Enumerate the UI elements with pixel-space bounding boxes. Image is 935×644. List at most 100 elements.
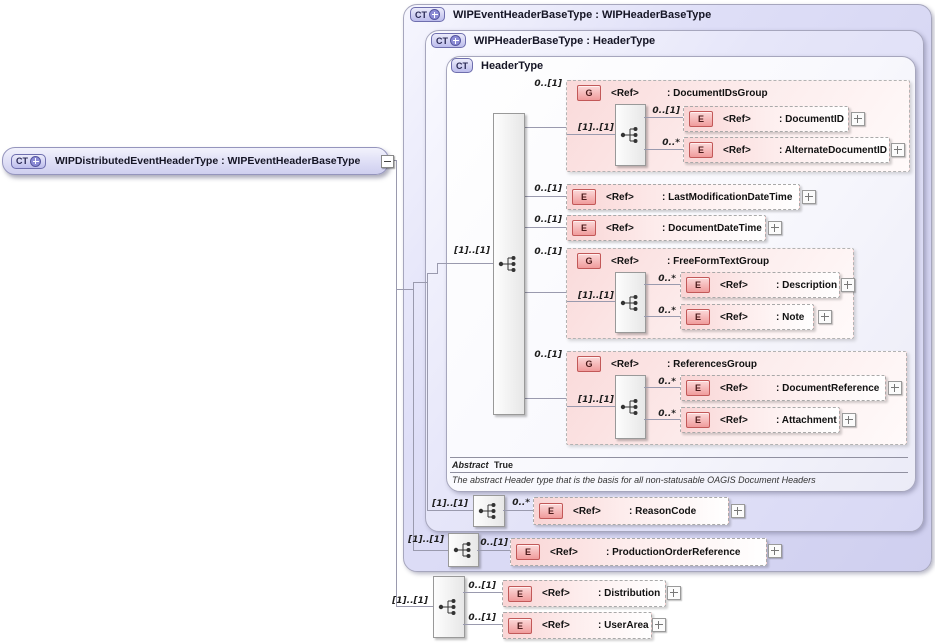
connector-line xyxy=(644,117,683,118)
element-distribution[interactable]: E <Ref> : Distribution xyxy=(502,580,666,607)
element-attachment[interactable]: E <Ref> : Attachment xyxy=(680,407,840,433)
sequence-compositor[interactable] xyxy=(615,104,646,166)
root-type-title: WIPDistributedEventHeaderType : WIPEvent… xyxy=(55,155,361,167)
sequence-compositor[interactable] xyxy=(473,495,505,527)
cardinality-label: [1]..[1] xyxy=(578,291,614,301)
element-badge: E xyxy=(516,544,540,560)
complextype-badge: CT xyxy=(431,33,466,48)
cardinality-label: 0..[1] xyxy=(534,184,562,194)
ref-label: <Ref> xyxy=(720,414,748,426)
plus-circle-icon xyxy=(450,35,461,46)
group-badge: G xyxy=(577,253,601,269)
root-type-box[interactable]: CT WIPDistributedEventHeaderType : WIPEv… xyxy=(2,147,389,175)
expand-alternatedocumentid-button[interactable] xyxy=(891,143,905,157)
cardinality-label: 0..* xyxy=(658,377,676,387)
element-name: : Attachment xyxy=(776,414,837,426)
sequence-compositor[interactable] xyxy=(448,533,479,567)
sequence-compositor[interactable] xyxy=(615,272,646,333)
group-badge: G xyxy=(577,85,601,101)
element-description[interactable]: E <Ref> : Description xyxy=(680,272,840,298)
expand-documentdatetime-button[interactable] xyxy=(768,221,782,235)
element-badge: E xyxy=(508,617,532,634)
element-name: : Note xyxy=(776,311,805,323)
expand-lastmodificationdatetime-button[interactable] xyxy=(802,190,816,204)
element-alternatedocumentid[interactable]: E <Ref> : AlternateDocumentID xyxy=(683,137,890,163)
connector-line xyxy=(437,263,493,264)
cardinality-label: 0..[1] xyxy=(468,581,496,591)
cardinality-label: 0..* xyxy=(658,306,676,316)
element-note[interactable]: E <Ref> : Note xyxy=(680,304,814,330)
expand-documentreference-button[interactable] xyxy=(888,381,902,395)
expand-description-button[interactable] xyxy=(841,278,855,292)
group-header: G <Ref> : ReferencesGroup xyxy=(572,356,757,372)
ref-label: <Ref> xyxy=(611,358,639,370)
element-lastmodificationdatetime[interactable]: E <Ref> : LastModificationDateTime xyxy=(566,184,800,210)
element-documentid[interactable]: E <Ref> : DocumentID xyxy=(683,106,849,132)
connector-line xyxy=(523,196,566,197)
group-header: G <Ref> : DocumentIDsGroup xyxy=(572,85,768,101)
element-productionorderreference[interactable]: E <Ref> : ProductionOrderReference xyxy=(510,538,767,566)
element-badge: E xyxy=(686,309,710,325)
element-reasoncode[interactable]: E <Ref> : ReasonCode xyxy=(533,497,729,525)
ref-label: <Ref> xyxy=(542,620,570,631)
connector-line xyxy=(437,263,438,274)
abstract-label: Abstract xyxy=(452,460,489,470)
connector-line xyxy=(396,160,397,607)
ref-label: <Ref> xyxy=(723,144,751,156)
element-name: : DocumentID xyxy=(779,113,844,125)
element-badge: E xyxy=(686,277,710,293)
expand-distribution-button[interactable] xyxy=(667,586,681,600)
connector-line xyxy=(463,592,502,593)
container-title-headertype: CT HeaderType xyxy=(451,58,543,73)
element-badge: E xyxy=(689,111,713,127)
complextype-badge: CT xyxy=(410,7,445,22)
container-title-wipheaderbasetype: CT WIPHeaderBaseType : HeaderType xyxy=(431,33,655,48)
connector-line xyxy=(413,282,427,283)
element-badge: E xyxy=(686,380,710,396)
expand-attachment-button[interactable] xyxy=(842,413,856,427)
sequence-compositor[interactable] xyxy=(493,113,525,415)
ref-label: <Ref> xyxy=(542,588,570,599)
element-badge: E xyxy=(572,189,596,205)
expand-note-button[interactable] xyxy=(818,310,832,324)
element-name: : ReasonCode xyxy=(629,505,697,517)
ref-label: <Ref> xyxy=(573,505,601,517)
element-badge: E xyxy=(572,220,596,236)
element-name: : DocumentReference xyxy=(776,382,880,394)
cardinality-label: 0..[1] xyxy=(534,350,562,360)
expand-reasoncode-button[interactable] xyxy=(731,504,745,518)
element-name: : Distribution xyxy=(598,588,661,599)
connector-line xyxy=(503,510,533,511)
group-name: : DocumentIDsGroup xyxy=(667,87,768,99)
element-name: : AlternateDocumentID xyxy=(779,144,887,156)
element-documentdatetime[interactable]: E <Ref> : DocumentDateTime xyxy=(566,215,766,241)
expand-userarea-button[interactable] xyxy=(652,618,666,632)
connector-line xyxy=(523,292,566,293)
complextype-badge: CT xyxy=(451,58,473,73)
cardinality-label: 0..[1] xyxy=(534,79,562,89)
cardinality-label: [1]..[1] xyxy=(392,596,428,606)
expand-documentid-button[interactable] xyxy=(851,112,865,126)
sequence-compositor[interactable] xyxy=(615,375,646,439)
sequence-icon xyxy=(453,542,470,558)
connector-line xyxy=(567,301,615,302)
element-documentreference[interactable]: E <Ref> : DocumentReference xyxy=(680,375,886,401)
plus-circle-icon xyxy=(30,155,41,167)
cardinality-label: [1]..[1] xyxy=(454,246,490,256)
element-userarea[interactable]: E <Ref> : UserArea xyxy=(502,612,652,639)
sequence-compositor[interactable] xyxy=(433,576,465,638)
element-badge: E xyxy=(508,585,532,602)
badge-text: CT xyxy=(16,156,28,166)
element-name: : ProductionOrderReference xyxy=(606,546,741,558)
abstract-value: True xyxy=(494,460,514,470)
collapse-toggle[interactable] xyxy=(381,155,394,168)
connector-line xyxy=(427,273,428,510)
connector-line xyxy=(644,284,680,285)
connector-line xyxy=(427,510,473,511)
connector-line xyxy=(644,149,683,150)
type-title: WIPHeaderBaseType : HeaderType xyxy=(474,34,656,47)
element-badge: E xyxy=(686,412,710,428)
connector-line xyxy=(644,316,680,317)
expand-productionorderreference-button[interactable] xyxy=(768,544,782,558)
